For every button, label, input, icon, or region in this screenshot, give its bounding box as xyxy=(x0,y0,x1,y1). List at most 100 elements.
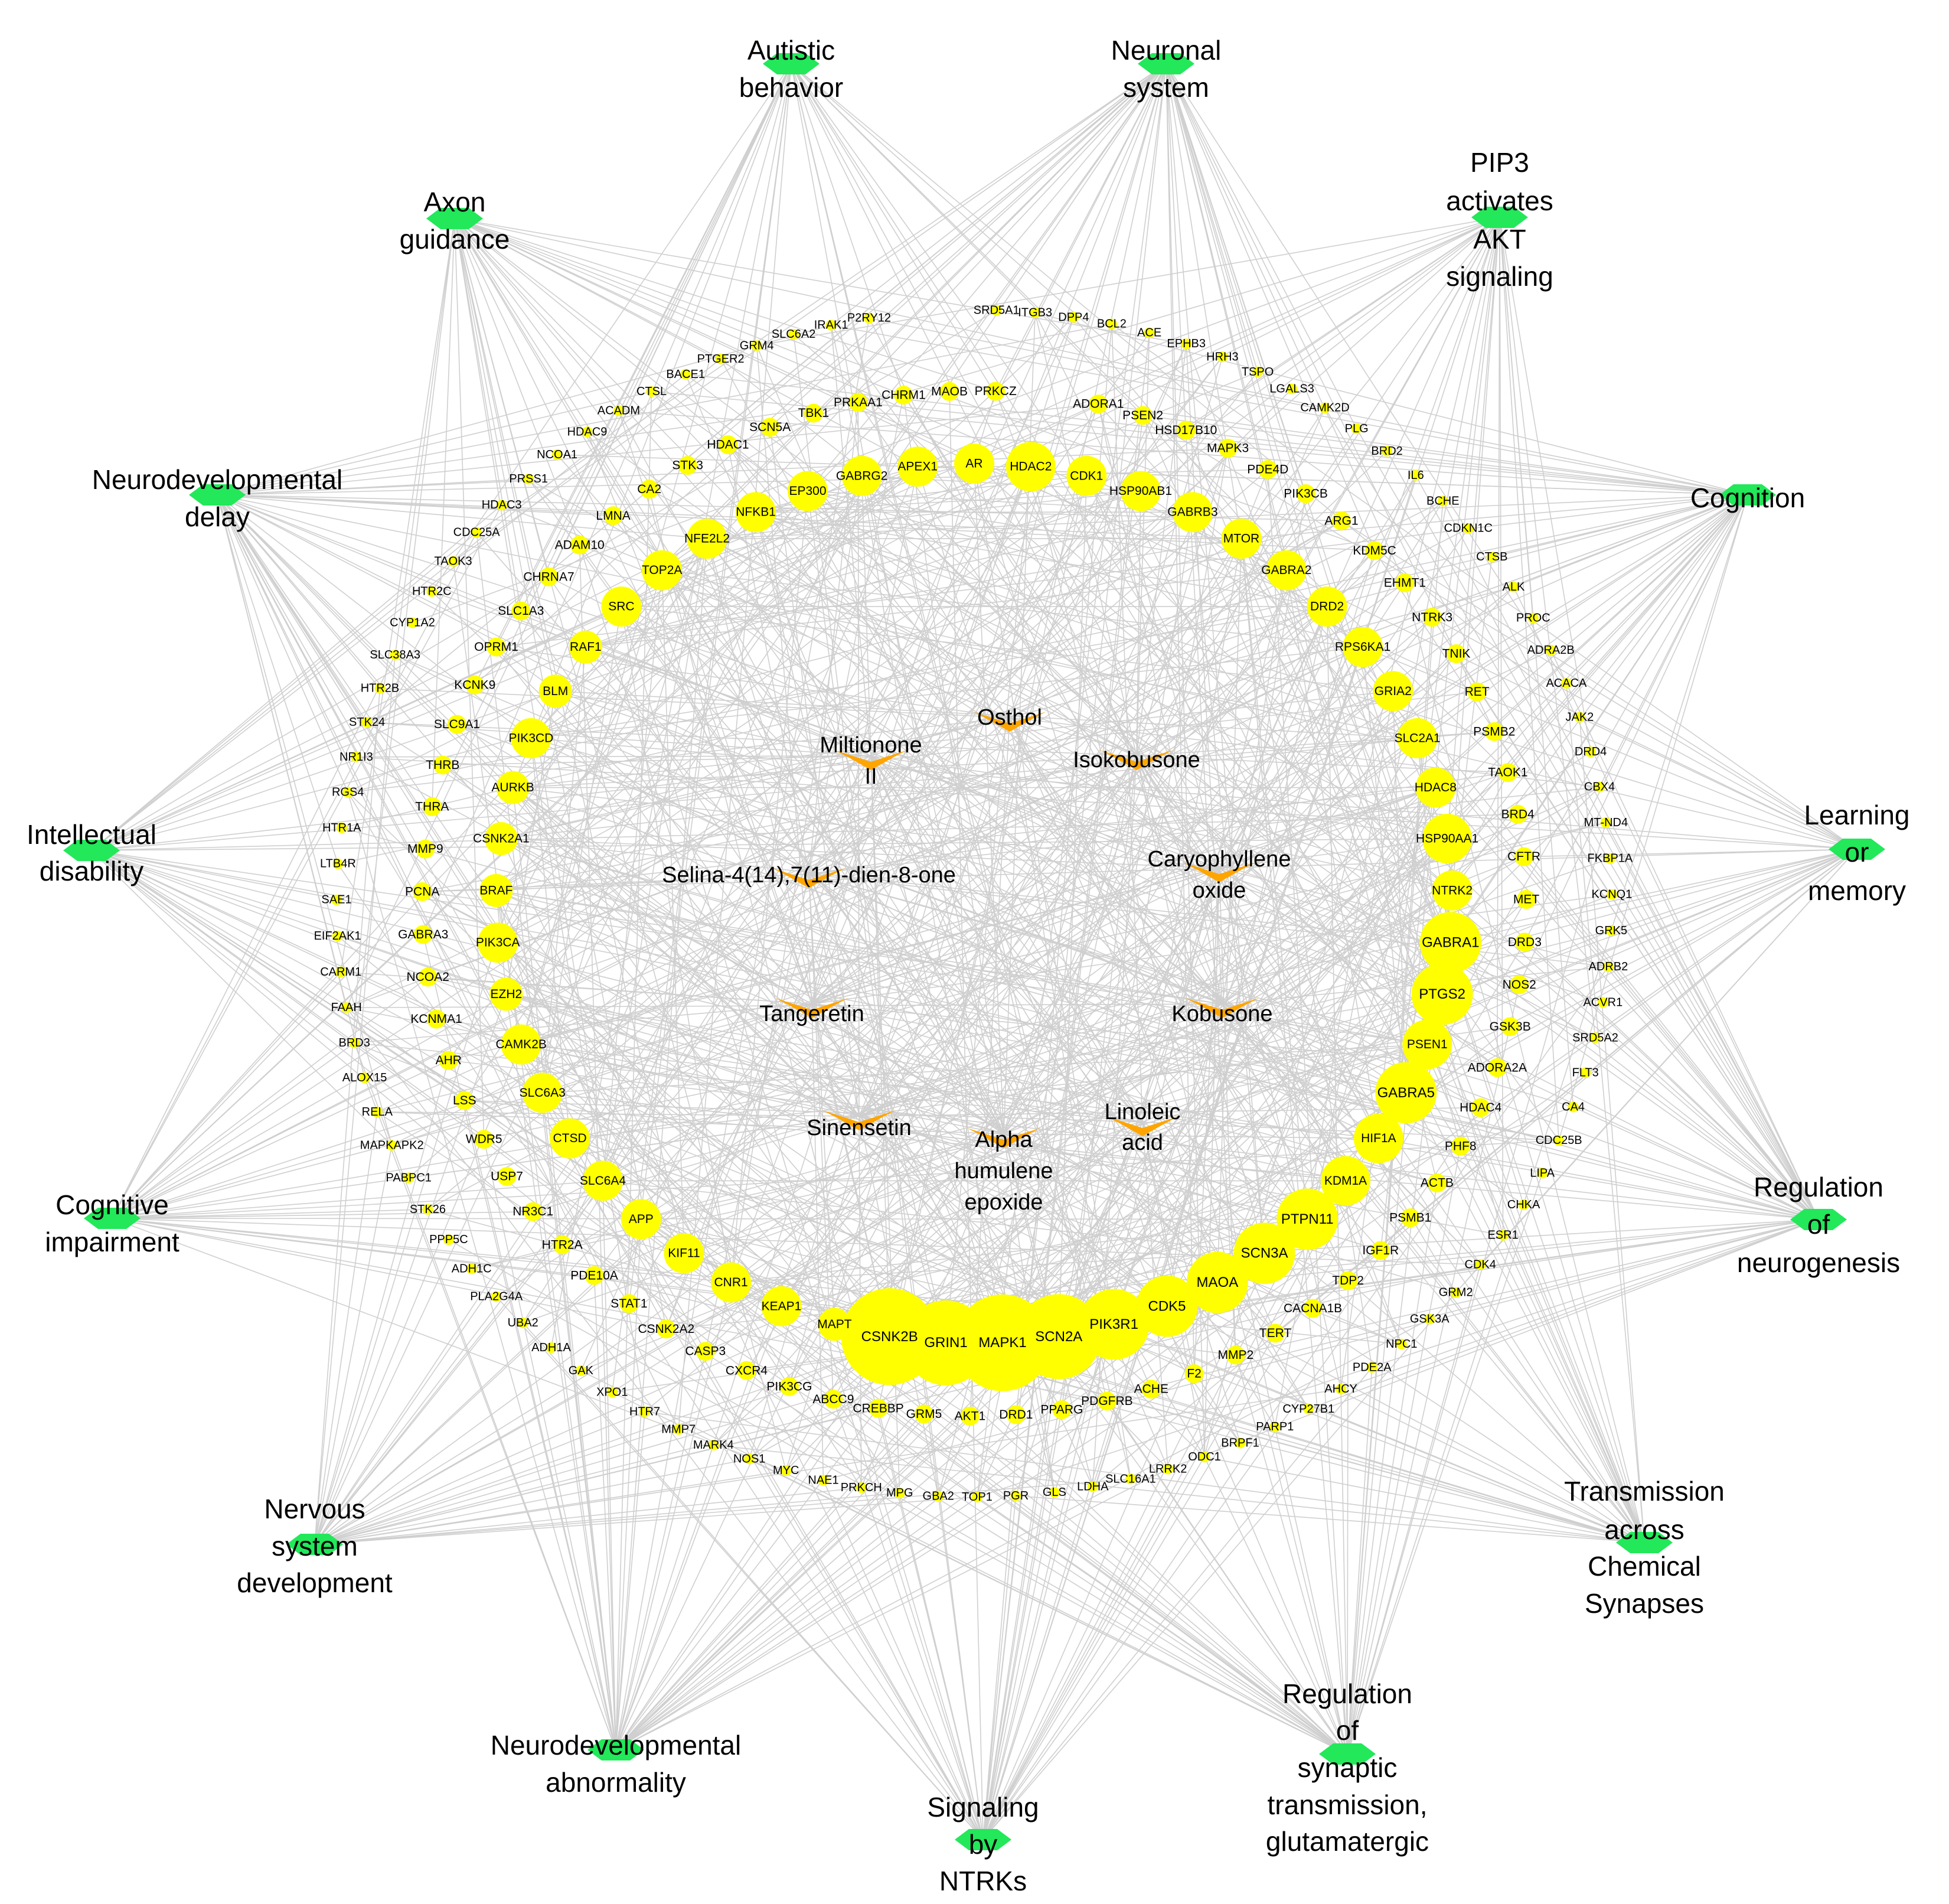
gene-node-psen2[interactable] xyxy=(1133,406,1153,425)
gene-node-ldha[interactable] xyxy=(1087,1481,1098,1492)
gene-node-pde4d[interactable] xyxy=(1258,460,1278,479)
gene-node-pik3ca[interactable] xyxy=(478,922,518,963)
gene-node-tspo[interactable] xyxy=(1252,366,1264,377)
gene-node-chrna7[interactable] xyxy=(539,567,559,586)
gene-node-ep300[interactable] xyxy=(788,471,828,511)
gene-node-cdc25b[interactable] xyxy=(1553,1135,1565,1146)
gene-node-brd4[interactable] xyxy=(1508,804,1527,824)
gene-node-top1[interactable] xyxy=(971,1492,982,1502)
gene-node-grm4[interactable] xyxy=(751,340,762,351)
gene-node-slc16a1[interactable] xyxy=(1125,1473,1136,1485)
gene-node-kcnma1[interactable] xyxy=(427,1009,446,1029)
compound-node-humulene[interactable] xyxy=(967,1128,1040,1148)
gene-node-taok3[interactable] xyxy=(448,556,459,567)
gene-node-myc[interactable] xyxy=(781,1465,792,1476)
gene-node-stk3[interactable] xyxy=(678,456,697,475)
pathway-node-cognition[interactable] xyxy=(1719,484,1776,506)
gene-node-parp1[interactable] xyxy=(1269,1422,1281,1433)
gene-node-slc1a3[interactable] xyxy=(511,601,531,621)
gene-node-mpg[interactable] xyxy=(894,1488,905,1499)
gene-node-csnk2a1[interactable] xyxy=(484,822,518,855)
gene-node-dpp4[interactable] xyxy=(1068,312,1079,323)
gene-node-htr7[interactable] xyxy=(639,1406,650,1417)
gene-node-arg1[interactable] xyxy=(1332,511,1351,530)
gene-node-igf1r[interactable] xyxy=(1371,1241,1390,1260)
compound-node-kobusone[interactable] xyxy=(1186,998,1259,1018)
gene-node-lgals3[interactable] xyxy=(1287,383,1298,395)
gene-node-thrb[interactable] xyxy=(433,755,452,775)
gene-node-gabra2[interactable] xyxy=(1266,550,1307,591)
compound-node-linoleic[interactable] xyxy=(1106,1116,1179,1136)
gene-node-gabrg2[interactable] xyxy=(841,455,882,496)
gene-node-kcnk9[interactable] xyxy=(465,675,485,695)
gene-node-hsp90ab1[interactable] xyxy=(1121,471,1161,511)
gene-node-cyp1a2[interactable] xyxy=(407,617,418,628)
gene-node-stat1[interactable] xyxy=(619,1294,639,1313)
gene-node-tnik[interactable] xyxy=(1447,644,1466,663)
gene-node-psen1[interactable] xyxy=(1402,1019,1452,1070)
gene-node-bche[interactable] xyxy=(1437,495,1448,507)
gene-node-adora1[interactable] xyxy=(1089,395,1108,414)
gene-node-ezh2[interactable] xyxy=(489,977,523,1011)
gene-node-ephb3[interactable] xyxy=(1181,338,1192,350)
gene-node-mtor[interactable] xyxy=(1221,519,1262,559)
compound-node-miltionone[interactable] xyxy=(834,750,907,770)
gene-node-htr1a[interactable] xyxy=(336,822,347,833)
gene-node-pgr[interactable] xyxy=(1010,1490,1021,1501)
gene-node-ret[interactable] xyxy=(1467,682,1487,702)
gene-node-ctsd[interactable] xyxy=(550,1118,590,1159)
gene-node-cdk5[interactable] xyxy=(1136,1275,1198,1337)
gene-node-raf1[interactable] xyxy=(569,630,602,664)
gene-node-gabrb3[interactable] xyxy=(1172,492,1213,533)
gene-node-hdac8[interactable] xyxy=(1415,767,1456,808)
gene-node-brd2[interactable] xyxy=(1382,445,1393,457)
gene-node-ptpn11[interactable] xyxy=(1277,1188,1338,1250)
gene-node-prkaa1[interactable] xyxy=(848,393,868,412)
gene-node-gba2[interactable] xyxy=(933,1491,944,1502)
gene-node-rela[interactable] xyxy=(371,1106,383,1117)
gene-node-mmp2[interactable] xyxy=(1226,1345,1245,1365)
gene-node-stk26[interactable] xyxy=(422,1204,433,1215)
gene-node-cdc25a[interactable] xyxy=(471,527,482,538)
gene-node-adora2a[interactable] xyxy=(1487,1058,1507,1077)
gene-node-hdac4[interactable] xyxy=(1471,1098,1490,1117)
gene-node-usp7[interactable] xyxy=(497,1167,517,1186)
gene-node-nos2[interactable] xyxy=(1510,975,1529,995)
compound-node-isokobusone[interactable] xyxy=(1100,750,1173,770)
pathway-node-learning[interactable] xyxy=(1829,839,1885,860)
gene-node-alox15[interactable] xyxy=(359,1072,370,1083)
gene-node-cnr1[interactable] xyxy=(711,1262,752,1303)
pathway-node-ntrks[interactable] xyxy=(955,1829,1011,1850)
gene-node-adh1a[interactable] xyxy=(546,1342,557,1353)
gene-node-brd3[interactable] xyxy=(349,1038,360,1048)
gene-node-eif2ak1[interactable] xyxy=(332,930,343,941)
gene-node-gabra3[interactable] xyxy=(413,925,433,944)
gene-node-nae1[interactable] xyxy=(818,1475,829,1486)
gene-node-htr2a[interactable] xyxy=(553,1235,572,1254)
gene-node-hsp90aa1[interactable] xyxy=(1422,814,1473,863)
compound-node-sinensetin[interactable] xyxy=(822,1110,896,1130)
gene-node-acaca[interactable] xyxy=(1560,678,1572,689)
gene-node-aurkb[interactable] xyxy=(496,771,530,804)
pathway-node-glutamatergic[interactable] xyxy=(1319,1743,1376,1765)
gene-node-slc6a3[interactable] xyxy=(522,1072,563,1113)
gene-node-mmp7[interactable] xyxy=(673,1424,684,1435)
gene-node-gak[interactable] xyxy=(575,1365,586,1377)
gene-node-met[interactable] xyxy=(1517,890,1536,909)
gene-node-nfe2l2[interactable] xyxy=(687,519,727,559)
gene-node-p2ry12[interactable] xyxy=(864,312,874,324)
gene-node-casp3[interactable] xyxy=(696,1342,715,1361)
gene-node-lmna[interactable] xyxy=(603,506,623,526)
gene-node-slc6a2[interactable] xyxy=(788,329,799,340)
gene-node-gabra1[interactable] xyxy=(1419,912,1481,974)
gene-node-pde10a[interactable] xyxy=(585,1266,604,1285)
gene-node-adam10[interactable] xyxy=(570,535,589,555)
gene-node-kdm5c[interactable] xyxy=(1365,541,1385,560)
pathway-node-neurodelay[interactable] xyxy=(189,484,246,506)
gene-node-ache[interactable] xyxy=(1141,1380,1161,1399)
gene-node-top2a[interactable] xyxy=(642,550,683,591)
pathway-node-autistic[interactable] xyxy=(763,53,820,74)
gene-node-carm1[interactable] xyxy=(335,966,347,977)
gene-node-chrm1[interactable] xyxy=(894,386,913,405)
gene-node-gria2[interactable] xyxy=(1373,671,1413,712)
